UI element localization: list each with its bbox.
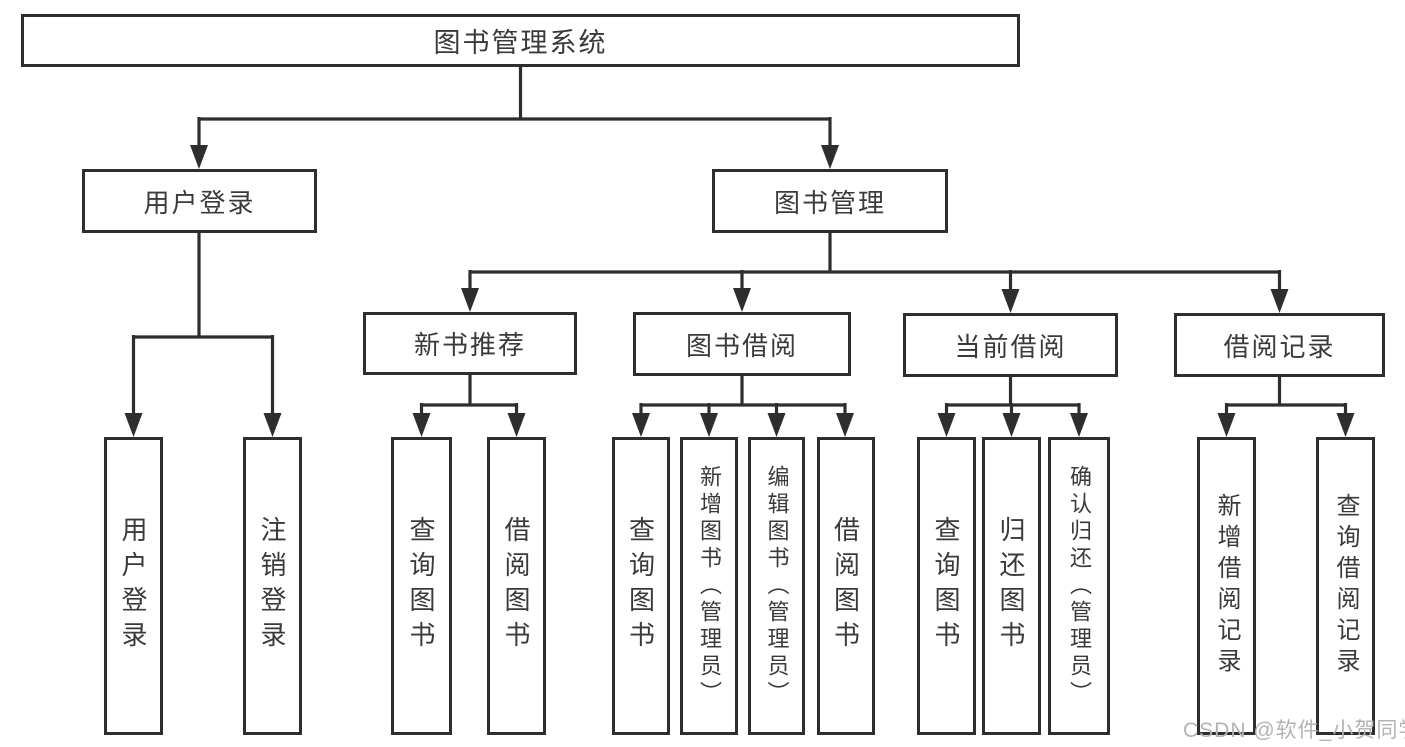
leaf-borrow-borrow-book: 借阅图书: [817, 437, 875, 735]
node-root-system: 图书管理系统: [21, 14, 1020, 67]
leaf-rec-borrow-book: 借阅图书: [487, 437, 546, 735]
leaf-borrow-query-book: 查询图书: [612, 437, 670, 735]
csdn-watermark: CSDN @软件_小贺同学: [1183, 719, 1405, 742]
leaf-rec-query-book: 查询图书: [391, 437, 452, 735]
node-book-management: 图书管理: [712, 169, 948, 233]
leaf-borrow-edit-book-admin: 编辑图书（管理员）: [748, 437, 805, 735]
leaf-current-query-book: 查询图书: [917, 437, 976, 735]
leaf-records-add-record: 新增借阅记录: [1197, 437, 1256, 735]
leaf-current-return-book: 归还图书: [982, 437, 1041, 735]
node-book-borrow: 图书借阅: [633, 312, 851, 376]
leaf-user-login: 用户登录: [104, 437, 163, 735]
node-borrow-records: 借阅记录: [1174, 313, 1385, 377]
leaf-current-confirm-return-admin: 确认归还（管理员）: [1048, 437, 1110, 735]
node-current-borrow: 当前借阅: [903, 313, 1118, 377]
node-user-login: 用户登录: [82, 169, 317, 233]
node-new-book-recommend: 新书推荐: [363, 312, 577, 375]
leaf-borrow-add-book-admin: 新增图书（管理员）: [680, 437, 738, 735]
leaf-logout-login: 注销登录: [243, 437, 302, 735]
leaf-records-query-record: 查询借阅记录: [1316, 437, 1375, 735]
